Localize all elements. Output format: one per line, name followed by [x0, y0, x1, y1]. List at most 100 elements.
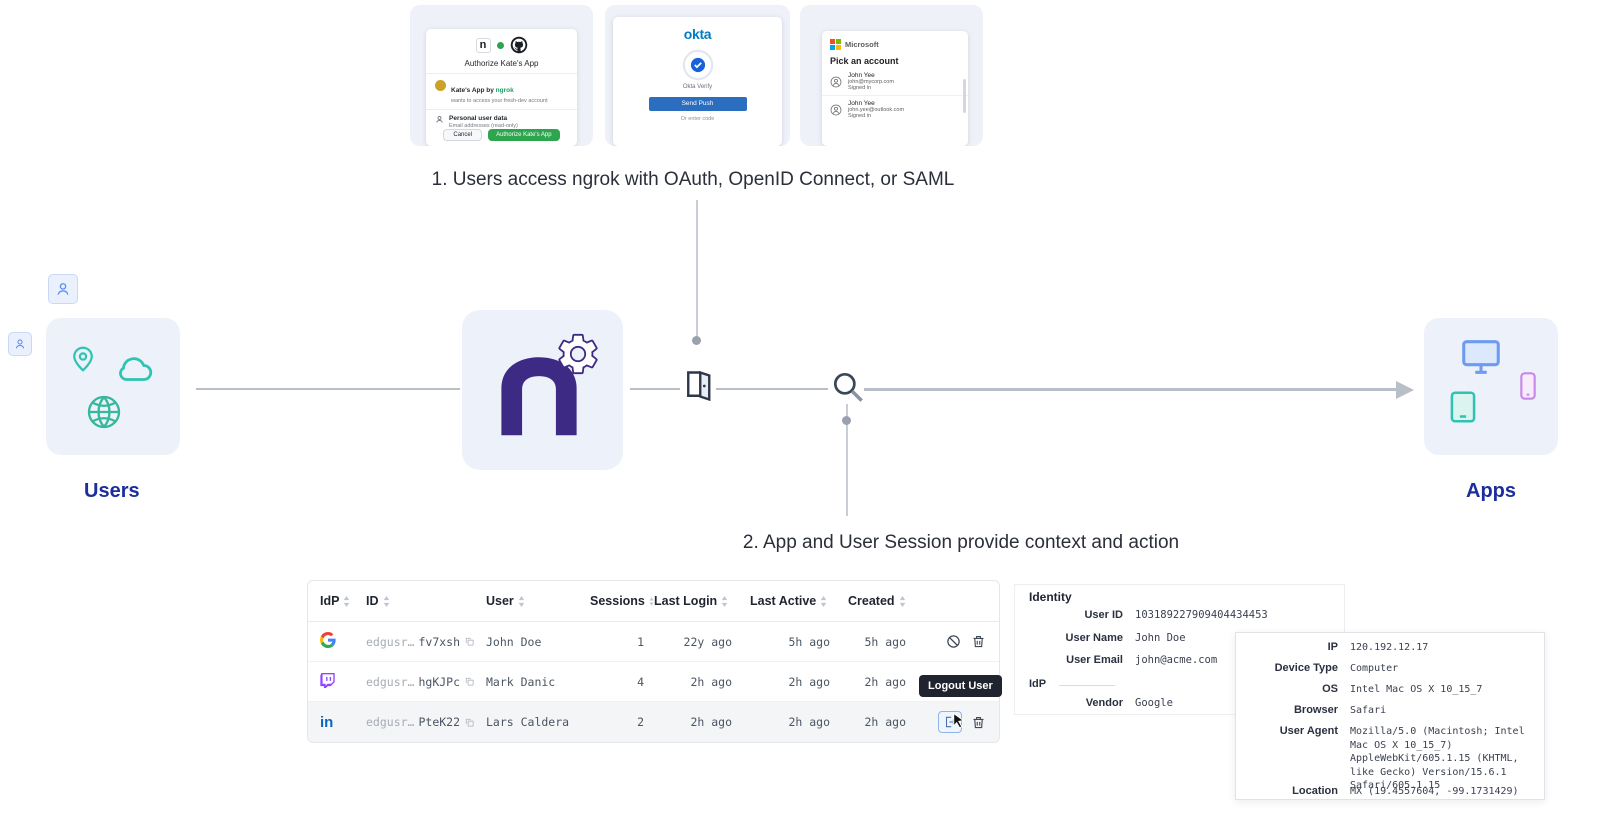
twitch-icon [320, 672, 366, 691]
last-login-cell: 2h ago [690, 715, 732, 729]
globe-icon [87, 395, 121, 429]
col-header-sessions[interactable]: Sessions [590, 594, 654, 608]
github-oauth-card: n Authorize Kate's App Kate's App by ngr… [426, 29, 577, 146]
last-active-cell: 2h ago [788, 715, 830, 729]
connector-line [696, 200, 698, 337]
table-row[interactable]: edgusr…hgKJPc Mark Danic 4 2h ago 2h ago… [308, 662, 999, 702]
app-name: Kate's App by ngrok [451, 87, 514, 94]
table-row[interactable]: in edgusr…PteK22 Lars Caldera 2 2h ago 2… [308, 702, 999, 742]
okta-verify-badge-icon [682, 49, 713, 81]
cancel-button[interactable]: Cancel [443, 129, 483, 141]
okta-screenshot: okta Okta Verify Send Push Or enter code [605, 5, 790, 146]
copy-icon[interactable] [464, 636, 475, 647]
app-subtext: wants to access your fresh-dev account [451, 98, 548, 104]
account-row[interactable]: John Yee john.yee@outlook.com Signed in [822, 95, 968, 123]
sort-icon[interactable] [721, 595, 728, 607]
user-badge [48, 274, 78, 304]
idp-connector [1059, 685, 1115, 686]
flow-line [716, 388, 828, 390]
col-header-user[interactable]: User [486, 594, 590, 608]
sort-icon[interactable] [383, 595, 390, 607]
created-cell: 2h ago [864, 674, 906, 689]
gear-icon [558, 333, 598, 375]
col-header-last-login[interactable]: Last Login [654, 594, 750, 608]
user-cell: Lars Caldera [486, 715, 570, 729]
trash-icon [973, 635, 983, 648]
delete-user-button[interactable] [969, 633, 987, 651]
user-icon [436, 116, 443, 123]
check-dot-icon [496, 41, 504, 49]
apps-box [1424, 318, 1558, 455]
arrowhead [1396, 381, 1414, 399]
microsoft-logo-icon [830, 39, 841, 50]
sort-icon[interactable] [820, 595, 827, 607]
account-row[interactable]: John Yee john@mycorp.com Signed in [822, 68, 968, 95]
user-cell: Mark Danic [486, 674, 556, 689]
account-icon [830, 76, 842, 87]
sessions-cell: 4 [637, 674, 644, 689]
trash-icon [973, 716, 983, 728]
last-active-cell: 5h ago [788, 634, 830, 649]
scope-title: Personal user data [449, 115, 508, 122]
copy-icon[interactable] [464, 676, 475, 687]
connector-dot [842, 416, 851, 425]
delete-user-button[interactable] [969, 713, 987, 731]
last-login-cell: 2h ago [690, 674, 732, 689]
col-header-last-active[interactable]: Last Active [750, 594, 848, 608]
copy-icon[interactable] [464, 717, 475, 728]
users-label: Users [84, 480, 140, 502]
linkedin-icon: in [320, 713, 334, 731]
col-header-idp[interactable]: IdP [320, 594, 366, 608]
avatar [435, 80, 446, 91]
sort-icon[interactable] [518, 595, 525, 607]
sort-icon[interactable] [899, 595, 906, 607]
table-row[interactable]: edgusr…fv7xsh John Doe 1 22y ago 5h ago … [308, 622, 999, 662]
monitor-icon [1462, 340, 1500, 374]
block-user-button[interactable] [944, 633, 962, 651]
connector-dot [692, 336, 701, 345]
enter-code-link[interactable]: Or enter code [680, 116, 715, 122]
sort-icon[interactable] [343, 595, 350, 607]
send-push-button[interactable]: Send Push [648, 97, 747, 111]
github-dialog-title: Authorize Kate's App [464, 59, 539, 68]
phone-icon [1520, 372, 1536, 400]
scrollbar[interactable] [963, 79, 966, 113]
okta-verify-label: Okta Verify [682, 84, 713, 90]
account-icon [830, 104, 842, 115]
microsoft-brand: Microsoft [845, 40, 879, 49]
ban-icon [946, 635, 960, 648]
sort-icon[interactable] [649, 596, 654, 607]
idp-group-label: IdP [1029, 678, 1047, 690]
apps-label: Apps [1466, 480, 1516, 502]
col-header-created[interactable]: Created [848, 594, 924, 608]
person-icon [57, 283, 69, 295]
magnifier-icon [833, 372, 863, 402]
divider [426, 109, 577, 110]
last-active-cell: 2h ago [788, 674, 830, 689]
table-header-row: IdP ID User Sessions Last Login Last Act… [308, 581, 999, 622]
user-sessions-table: IdP ID User Sessions Last Login Last Act… [307, 580, 1000, 743]
user-badge [8, 332, 32, 356]
ngrok-box [462, 310, 623, 470]
flow-line [196, 388, 460, 390]
sessions-cell: 2 [637, 715, 644, 729]
logout-tooltip: Logout User [919, 675, 1002, 697]
step1-caption: 1. Users access ngrok with OAuth, OpenID… [431, 169, 955, 190]
cloud-icon [119, 357, 153, 381]
col-header-id[interactable]: ID [366, 594, 486, 608]
google-icon [320, 632, 366, 651]
okta-logo: okta [683, 26, 712, 42]
authorize-button[interactable]: Authorize Kate's App [488, 129, 560, 141]
tablet-icon [1450, 391, 1476, 423]
ngrok-logo [501, 357, 577, 436]
